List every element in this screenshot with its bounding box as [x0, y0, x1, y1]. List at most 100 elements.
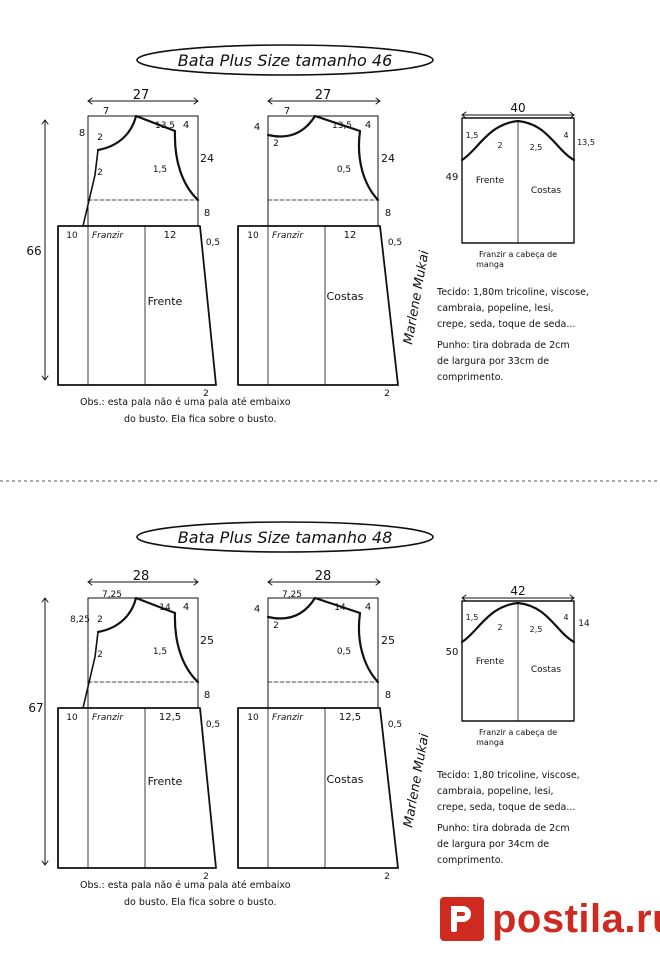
fabric-note: Tecido: 1,80 tricoline, viscose, — [436, 770, 580, 781]
svg-text:2: 2 — [97, 615, 103, 625]
brand-name: postila.ru — [492, 897, 660, 941]
svg-text:0,5: 0,5 — [388, 238, 402, 248]
signature: Marlene Mukai — [401, 249, 432, 346]
postila-logo-icon — [440, 897, 484, 941]
skirt-outline — [237, 707, 399, 869]
svg-text:14: 14 — [578, 619, 590, 629]
back-pattern: 28 7,25 14 4 2 4 0,5 25 8 10 Franzir 12,… — [237, 569, 402, 882]
svg-text:Frente: Frente — [476, 176, 505, 186]
notes: Tecido: 1,80m tricoline, viscose, cambra… — [80, 287, 589, 425]
front-pattern: 27 66 7 13,5 8 2 4 2 1,5 24 8 10 Franzir… — [26, 88, 220, 399]
svg-text:Frente: Frente — [476, 657, 505, 667]
svg-text:1,5: 1,5 — [153, 165, 167, 175]
signature: Marlene Mukai — [401, 732, 432, 829]
svg-text:4: 4 — [254, 604, 260, 615]
svg-text:40: 40 — [510, 101, 525, 115]
svg-text:Franzir: Franzir — [272, 231, 304, 241]
svg-text:8: 8 — [385, 208, 391, 219]
front-label: Frente — [148, 295, 183, 308]
svg-text:2: 2 — [97, 650, 103, 660]
svg-text:2: 2 — [97, 168, 103, 178]
svg-text:8: 8 — [385, 690, 391, 701]
svg-text:manga: manga — [476, 738, 504, 747]
front-label: Frente — [148, 775, 183, 788]
svg-text:7: 7 — [284, 106, 290, 117]
svg-text:0,5: 0,5 — [388, 720, 402, 730]
neck-armhole-curve — [96, 596, 200, 684]
svg-text:12,5: 12,5 — [339, 712, 361, 723]
svg-text:13,5: 13,5 — [332, 121, 352, 131]
svg-text:7,25: 7,25 — [282, 590, 302, 600]
neck-armhole-curve — [266, 596, 380, 684]
svg-text:crepe, seda, toque de seda...: crepe, seda, toque de seda... — [437, 319, 575, 330]
svg-text:10: 10 — [66, 713, 78, 723]
neck-armhole-curve — [266, 114, 380, 202]
svg-text:de largura por 34cm de: de largura por 34cm de — [437, 839, 549, 850]
title-cloud — [136, 521, 434, 553]
svg-text:8: 8 — [204, 690, 210, 701]
svg-text:13,5: 13,5 — [155, 121, 175, 131]
yoke-box — [87, 115, 199, 227]
svg-text:4: 4 — [563, 131, 568, 140]
svg-text:49: 49 — [446, 172, 459, 183]
svg-text:8,25: 8,25 — [70, 615, 90, 625]
svg-text:2,5: 2,5 — [530, 625, 543, 634]
svg-text:2: 2 — [203, 872, 209, 882]
obs-note: Obs.: esta pala não é uma pala até embai… — [80, 880, 291, 891]
svg-text:2: 2 — [497, 141, 502, 150]
svg-text:12: 12 — [164, 230, 177, 241]
svg-text:comprimento.: comprimento. — [437, 372, 503, 383]
svg-text:cambraia, popeline, lesi,: cambraia, popeline, lesi, — [437, 786, 554, 797]
panel-size-48: Bata Plus Size tamanho 48 28 67 7,25 14 … — [28, 521, 590, 908]
svg-text:4: 4 — [183, 120, 189, 131]
svg-text:0,5: 0,5 — [337, 165, 351, 175]
svg-text:Franzir: Franzir — [92, 713, 124, 723]
svg-text:cambraia, popeline, lesi,: cambraia, popeline, lesi, — [437, 303, 554, 314]
svg-text:2: 2 — [273, 139, 279, 149]
width-label: 27 — [133, 88, 150, 103]
svg-text:13,5: 13,5 — [577, 138, 595, 147]
svg-text:manga: manga — [476, 260, 504, 269]
total-length-label: 66 — [26, 244, 41, 258]
notes: Tecido: 1,80 tricoline, viscose, cambrai… — [80, 770, 580, 908]
svg-text:2: 2 — [384, 389, 390, 399]
svg-text:4: 4 — [365, 120, 371, 131]
svg-text:de largura por 33cm de: de largura por 33cm de — [437, 356, 549, 367]
front-pattern: 28 67 7,25 14 8,25 2 4 2 1,5 25 8 10 Fra… — [28, 569, 220, 882]
svg-text:24: 24 — [200, 152, 214, 165]
back-label: Costas — [327, 290, 364, 303]
svg-text:28: 28 — [133, 569, 150, 584]
svg-text:12: 12 — [344, 230, 357, 241]
svg-text:4: 4 — [563, 613, 568, 622]
skirt-outline — [57, 225, 217, 386]
panel-title: Bata Plus Size tamanho 48 — [178, 528, 393, 547]
svg-text:67: 67 — [28, 701, 43, 715]
back-pattern: 27 7 13,5 4 2 4 0,5 24 8 10 Franzir 12 0… — [237, 88, 402, 399]
svg-text:10: 10 — [66, 231, 78, 241]
svg-text:2,5: 2,5 — [530, 143, 543, 152]
svg-text:2: 2 — [384, 872, 390, 882]
svg-text:12,5: 12,5 — [159, 712, 181, 723]
svg-text:8: 8 — [204, 208, 210, 219]
svg-text:comprimento.: comprimento. — [437, 855, 503, 866]
svg-text:4: 4 — [365, 602, 371, 613]
svg-text:0,5: 0,5 — [206, 238, 220, 248]
skirt-outline — [57, 707, 217, 869]
svg-text:do busto. Ela fica sobre o bus: do busto. Ela fica sobre o busto. — [124, 897, 276, 908]
svg-text:crepe, seda, toque de seda...: crepe, seda, toque de seda... — [437, 802, 575, 813]
svg-text:2: 2 — [497, 623, 502, 632]
svg-text:1,5: 1,5 — [466, 613, 479, 622]
svg-text:42: 42 — [510, 584, 525, 598]
svg-text:14: 14 — [334, 603, 346, 613]
yoke-box — [87, 597, 199, 709]
svg-text:2: 2 — [203, 389, 209, 399]
fabric-note: Tecido: 1,80m tricoline, viscose, — [436, 287, 589, 298]
svg-text:27: 27 — [315, 88, 332, 103]
svg-text:4: 4 — [183, 602, 189, 613]
title-cloud — [136, 44, 434, 76]
svg-text:8: 8 — [79, 128, 85, 139]
brand-watermark[interactable]: postila.ru — [440, 897, 660, 941]
svg-text:28: 28 — [315, 569, 332, 584]
svg-text:7: 7 — [103, 106, 109, 117]
